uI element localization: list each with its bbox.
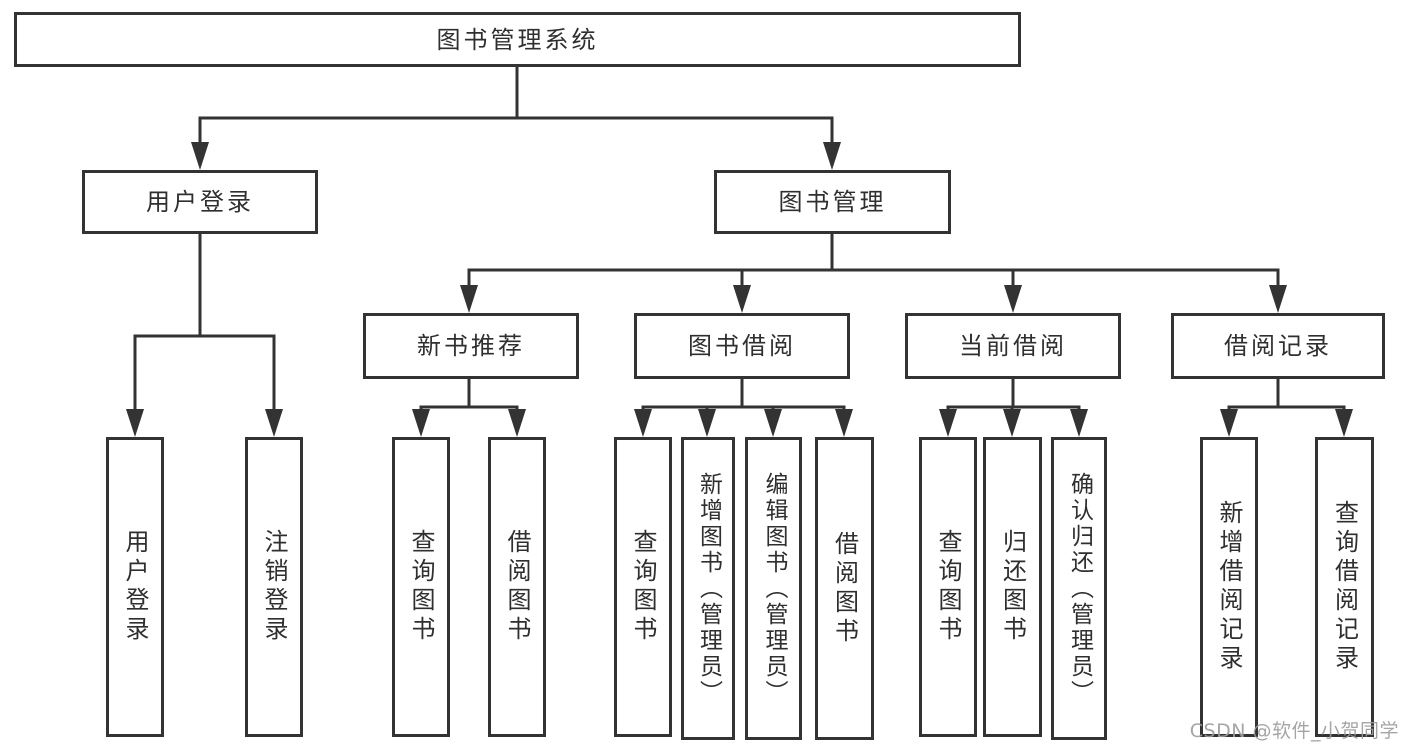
- arrowhead: [126, 409, 144, 437]
- arrowhead: [835, 409, 853, 437]
- connector-user-login: [126, 234, 283, 437]
- node-leaf-borrow-books-1: 借阅图书: [488, 437, 546, 737]
- node-leaf-confirm-return-admin: 确认归还（管理员）: [1051, 437, 1107, 740]
- arrowhead: [1070, 409, 1088, 437]
- node-label: 查询图书: [629, 529, 657, 645]
- arrowhead: [733, 285, 751, 313]
- node-label: 当前借阅: [959, 332, 1067, 360]
- arrowhead: [1004, 285, 1022, 313]
- arrowhead: [191, 142, 209, 170]
- arrowhead: [412, 409, 430, 437]
- arrowhead: [764, 409, 782, 437]
- node-label: 新增借阅记录: [1215, 500, 1243, 674]
- node-label: 借阅图书: [503, 529, 531, 645]
- connector-borrowing-records: [1220, 379, 1353, 437]
- node-book-borrowing: 图书借阅: [634, 313, 850, 379]
- node-leaf-user-login: 用户登录: [106, 437, 164, 737]
- node-book-management: 图书管理: [714, 170, 951, 234]
- node-label: 借阅图书: [830, 530, 859, 647]
- node-label: 查询借阅记录: [1330, 500, 1359, 674]
- node-label: 借阅记录: [1224, 332, 1332, 360]
- node-borrowing-records: 借阅记录: [1171, 313, 1385, 379]
- connector-root: [191, 67, 841, 170]
- arrowhead: [1269, 285, 1287, 313]
- node-user-login: 用户登录: [82, 170, 318, 234]
- connector-book-borrowing: [634, 379, 853, 437]
- node-label: 归还图书: [998, 529, 1027, 645]
- node-label: 确认归还（管理员）: [1066, 471, 1093, 706]
- node-label: 注销登录: [260, 529, 288, 645]
- connector-new-book-recommend: [412, 379, 526, 437]
- node-label: 新书推荐: [417, 332, 525, 360]
- arrowhead: [460, 285, 478, 313]
- arrowhead: [1335, 409, 1353, 437]
- node-label: 编辑图书（管理员）: [761, 471, 787, 706]
- arrowhead: [265, 409, 283, 437]
- node-current-borrowing: 当前借阅: [905, 313, 1121, 379]
- arrowhead: [698, 409, 716, 437]
- connector-current-borrowing: [939, 379, 1088, 437]
- node-label: 用户登录: [121, 529, 149, 645]
- node-label: 图书管理: [778, 188, 887, 216]
- node-leaf-return-books: 归还图书: [983, 437, 1042, 737]
- csdn-watermark: CSDN @软件_小贺同学: [1189, 720, 1399, 742]
- node-label: 图书管理系统: [436, 25, 599, 54]
- arrowhead: [1220, 409, 1238, 437]
- node-leaf-add-borrow-record: 新增借阅记录: [1200, 437, 1258, 737]
- node-leaf-add-books-admin: 新增图书（管理员）: [681, 437, 735, 740]
- node-label: 图书借阅: [688, 332, 796, 360]
- node-new-book-recommend: 新书推荐: [363, 313, 579, 379]
- node-leaf-query-books-3: 查询图书: [919, 437, 977, 737]
- node-leaf-query-books-1: 查询图书: [392, 437, 450, 737]
- node-leaf-query-borrow-record: 查询借阅记录: [1315, 437, 1374, 737]
- arrowhead: [508, 409, 526, 437]
- node-library-management-system: 图书管理系统: [14, 12, 1021, 67]
- node-label: 查询图书: [407, 529, 435, 645]
- node-label: 查询图书: [934, 529, 962, 645]
- connector-book-management: [460, 234, 1287, 313]
- node-leaf-borrow-books-2: 借阅图书: [815, 437, 874, 740]
- node-leaf-query-books-2: 查询图书: [614, 437, 672, 737]
- node-label: 用户登录: [146, 188, 254, 216]
- arrowhead: [634, 409, 652, 437]
- arrowhead: [1003, 409, 1021, 437]
- node-label: 新增图书（管理员）: [695, 471, 722, 706]
- node-leaf-edit-books-admin: 编辑图书（管理员）: [745, 437, 802, 740]
- node-leaf-logout: 注销登录: [245, 437, 303, 737]
- arrowhead: [939, 409, 957, 437]
- arrowhead: [823, 142, 841, 170]
